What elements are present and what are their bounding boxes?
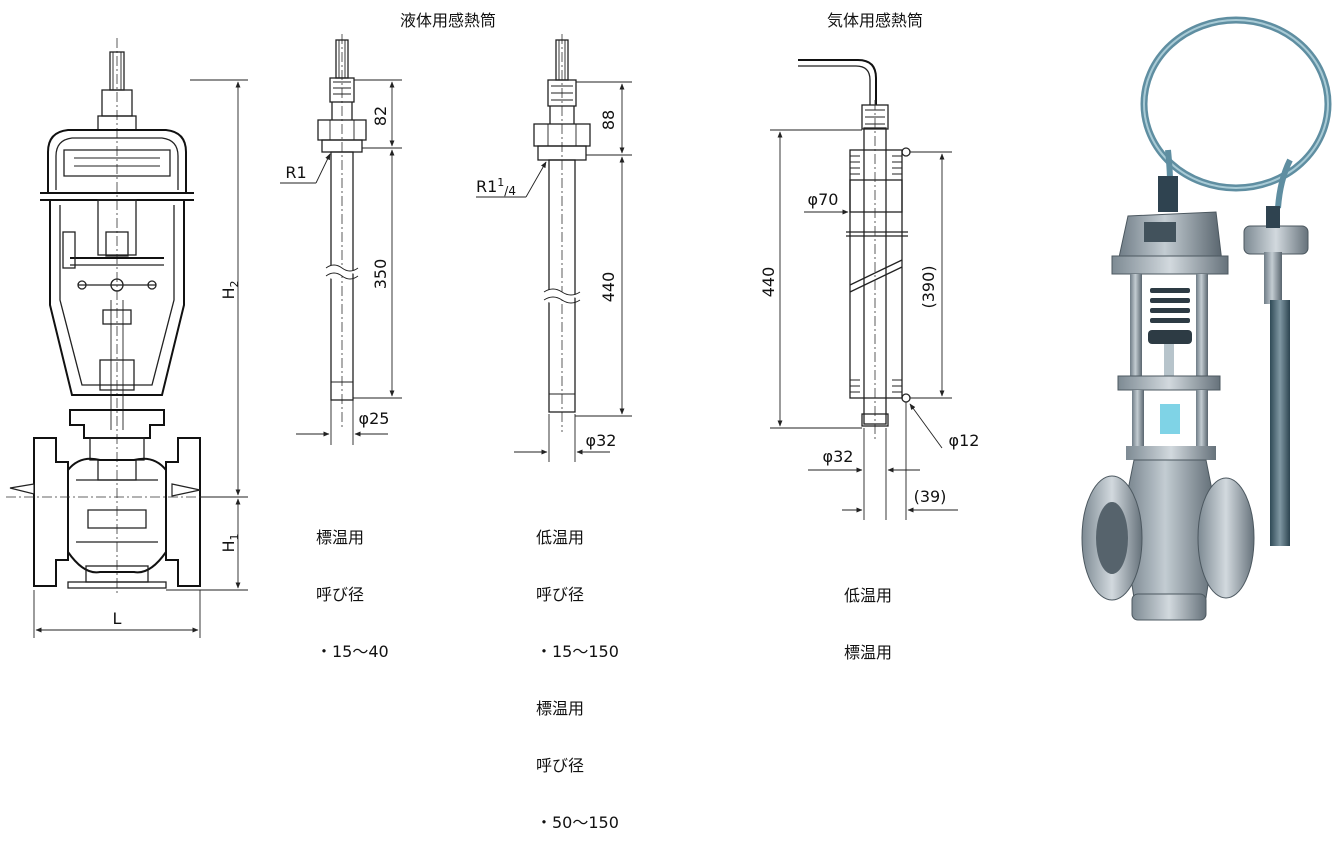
r114-application-note: 低温用 呼び径 ・15～150 標温用 呼び径 ・50～150 — [536, 490, 619, 851]
gas-note-line: 低温用 — [844, 586, 893, 605]
valve-drawing — [6, 38, 248, 638]
r114-dim-length: 440 — [599, 272, 618, 303]
r114-note-line: 呼び径 — [536, 585, 585, 604]
gas-dim-small: φ12 — [949, 431, 980, 450]
r114-dim-top: 88 — [599, 110, 618, 130]
r114-note-line: 呼び径 — [536, 756, 585, 775]
gas-bulb-drawing — [770, 59, 958, 520]
gas-dim-inner: (390) — [919, 265, 938, 308]
r1-note-line: ・15～40 — [316, 642, 389, 661]
r1-application-note: 標温用 呼び径 ・15～40 — [316, 490, 389, 680]
r1-dim-length: 350 — [371, 259, 390, 290]
r114-dim-dia: φ32 — [586, 431, 617, 450]
r114-note-line: 標温用 — [536, 699, 585, 718]
r114-thread-label: R11/4 — [476, 176, 516, 198]
svg-text:H1: H1 — [219, 533, 241, 552]
gas-dim-fin: φ70 — [808, 190, 839, 209]
technical-drawing: 液体用感熱筒 気体用感熱筒 — [6, 11, 1332, 638]
heading-liquid-bulb: 液体用感熱筒 — [400, 11, 496, 30]
gas-application-note: 低温用 標温用 — [844, 548, 892, 681]
gas-dim-tube: φ32 — [823, 447, 854, 466]
label-h1: H1 — [219, 533, 241, 552]
liquid-bulb-r1-drawing — [280, 34, 402, 445]
label-l: L — [113, 609, 122, 628]
r1-dim-dia: φ25 — [359, 409, 390, 428]
svg-text:H2: H2 — [219, 280, 241, 299]
heading-gas-bulb: 気体用感熱筒 — [827, 11, 923, 30]
label-h2: H2 — [219, 280, 241, 299]
r1-dim-top: 82 — [371, 106, 390, 126]
r114-note-line: ・50～150 — [536, 813, 619, 832]
r114-note-line: ・15～150 — [536, 642, 619, 661]
gas-dim-offset: (39) — [914, 487, 947, 506]
r114-note-line: 低温用 — [536, 528, 585, 547]
valve-product-photo — [1081, 16, 1332, 621]
gas-dim-total: 440 — [759, 267, 778, 298]
liquid-bulb-r114-drawing — [476, 34, 632, 462]
gas-note-line: 標温用 — [844, 643, 893, 662]
r1-thread-label: R1 — [285, 163, 306, 182]
r1-note-line: 呼び径 — [316, 585, 365, 604]
r1-note-line: 標温用 — [316, 528, 365, 547]
